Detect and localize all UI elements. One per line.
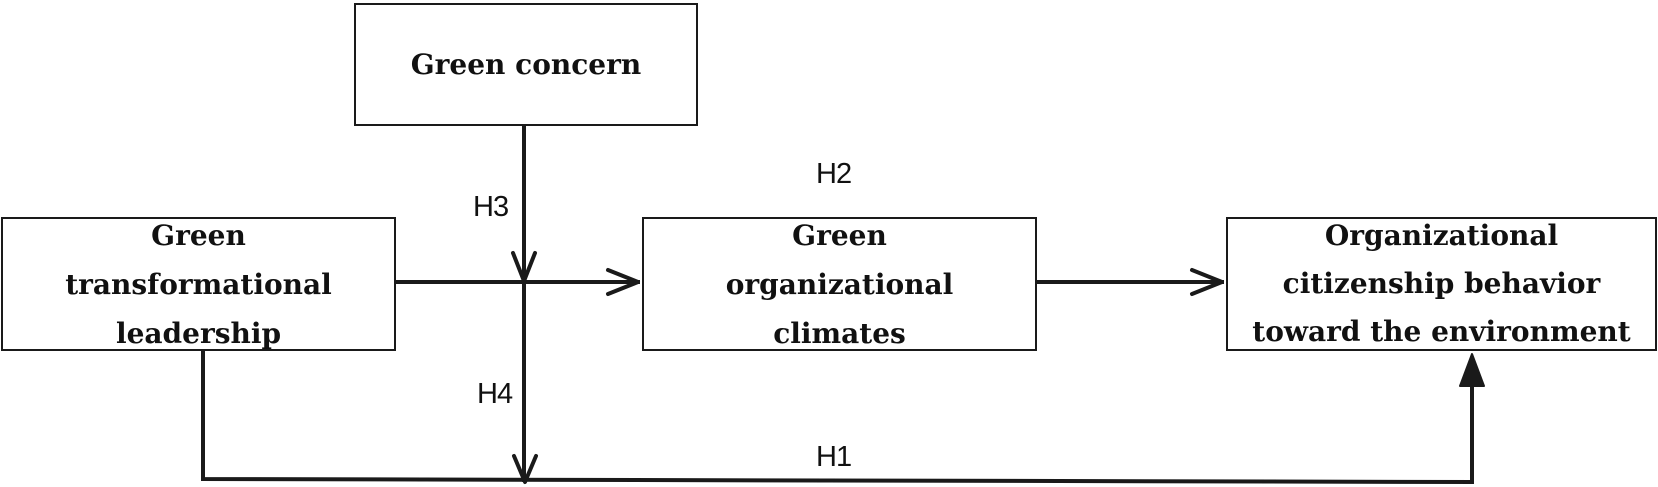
node-green-organizational-climates-label: Green organizational climates	[725, 218, 954, 350]
arrowhead-h4	[512, 454, 538, 484]
hypothesis-label-h1: H1	[816, 441, 852, 473]
arrowhead-ocbe	[1190, 268, 1224, 296]
hypothesis-label-h4: H4	[477, 378, 513, 410]
hypothesis-label-h2: H2	[816, 158, 852, 190]
node-green-transformational-leadership: Green transformational leadership	[1, 217, 396, 351]
arrowhead-climates	[606, 268, 640, 296]
node-green-organizational-climates: Green organizational climates	[642, 217, 1037, 351]
node-green-concern-label: Green concern	[410, 48, 642, 81]
arrow-leadership-to-ocbe	[201, 348, 1474, 485]
node-green-transformational-leadership-label: Green transformational leadership	[65, 218, 332, 350]
hypothesis-label-h3: H3	[473, 191, 509, 223]
node-ocbe: Organizational citizenship behavior towa…	[1226, 217, 1657, 351]
arrowhead-h1	[1459, 353, 1485, 387]
node-green-concern: Green concern	[354, 3, 698, 126]
node-ocbe-label: Organizational citizenship behavior towa…	[1252, 218, 1631, 349]
